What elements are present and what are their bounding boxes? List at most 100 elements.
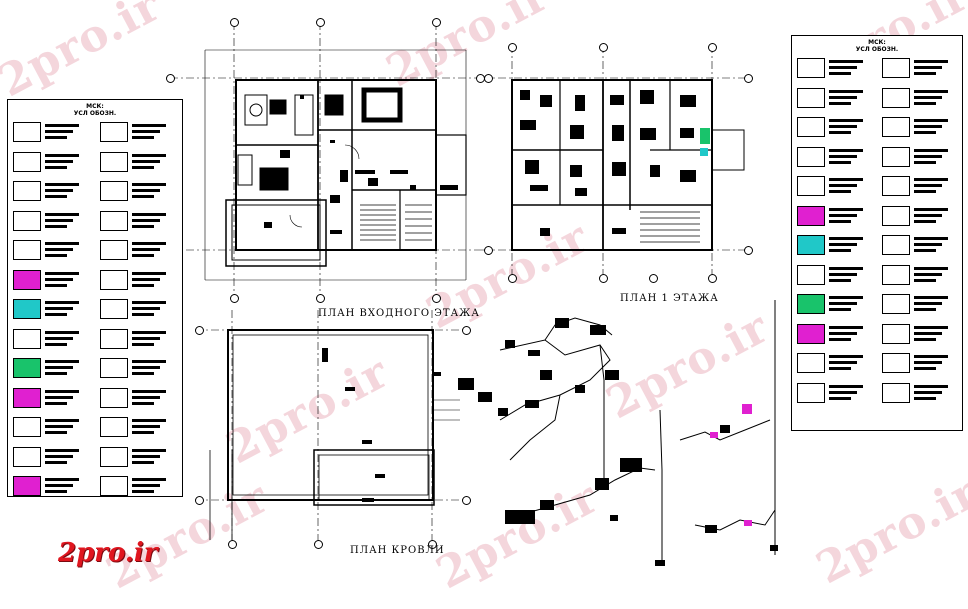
legend-symbol-icon [797, 264, 825, 285]
axis-marker [744, 246, 753, 255]
axis-marker [316, 294, 325, 303]
legend-text-bar [45, 425, 73, 428]
axis-marker [599, 274, 608, 283]
site-logo: 2pro.ir [58, 538, 158, 568]
legend-text-bar [132, 159, 160, 163]
legend-text-bar [45, 484, 73, 487]
legend-symbol-icon [882, 294, 910, 314]
legend-symbol-icon [13, 358, 41, 378]
legend-symbol-icon [100, 181, 128, 201]
legend-symbol-icon [13, 181, 41, 201]
legend-text-bar [132, 360, 166, 363]
legend-symbol-icon [882, 87, 910, 108]
legend-text-bar [914, 60, 948, 63]
legend-symbol-icon [882, 382, 910, 403]
legend-text-bar [132, 283, 154, 287]
legend-text-bar [45, 189, 73, 192]
legend-text-bar [829, 355, 863, 358]
legend-symbol-icon [13, 151, 41, 172]
first-floor-plan [482, 45, 752, 285]
axis-marker [744, 74, 753, 83]
legend-text-bar [829, 249, 851, 252]
legend-text-bar [132, 366, 160, 369]
legend-text-bar [132, 372, 154, 375]
legend-text-bar [914, 384, 948, 388]
legend-text-bar [45, 212, 79, 216]
axis-marker [599, 43, 608, 52]
legend-text-bar [132, 342, 154, 346]
axis-marker [195, 496, 204, 505]
legend-text-bar [132, 195, 154, 198]
axis-marker [432, 294, 441, 303]
legend-text-bar [45, 224, 67, 228]
legend-text-bar [132, 130, 160, 133]
legend-text-bar [45, 366, 73, 369]
legend-text-bar [132, 124, 166, 127]
legend-symbol-icon [797, 205, 825, 226]
legend-text-bar [45, 301, 79, 304]
axis-marker [432, 18, 441, 27]
legend-text-bar [132, 307, 160, 310]
legend-text-bar [45, 136, 67, 139]
legend-text-bar [45, 490, 67, 493]
legend-text-bar [132, 460, 154, 464]
legend-symbol-icon [797, 176, 825, 196]
legend-text-bar [132, 313, 154, 316]
legend-symbol-icon [100, 328, 128, 349]
axis-marker [230, 294, 239, 303]
legend-text-bar [45, 248, 73, 251]
legend-symbol-icon [882, 205, 910, 226]
legend-text-bar [914, 101, 936, 105]
legend-text-bar [829, 184, 857, 187]
legend-text-bar [132, 242, 166, 245]
legend-text-bar [45, 448, 79, 452]
legend-symbol-icon [13, 476, 41, 496]
legend-text-bar [45, 360, 79, 363]
legend-text-bar [914, 219, 936, 223]
legend-left-title: МСК: УСЛ ОБОЗН. [73, 103, 117, 117]
legend-text-bar [132, 301, 166, 304]
legend-text-bar [829, 160, 851, 164]
legend-text-bar [829, 125, 857, 128]
legend-text-bar [914, 66, 942, 69]
legend-text-bar [45, 195, 67, 198]
legend-text-bar [914, 207, 948, 211]
legend-symbol-icon [882, 146, 910, 167]
legend-text-bar [132, 454, 160, 458]
legend-text-bar [829, 390, 857, 394]
legend-text-bar [829, 266, 863, 270]
axis-marker [484, 246, 493, 255]
legend-symbol-icon [797, 87, 825, 108]
legend-text-bar [45, 183, 79, 186]
legend-text-bar [914, 243, 942, 246]
legend-text-bar [829, 237, 863, 240]
legend-text-bar [914, 302, 942, 305]
legend-text-bar [914, 390, 942, 394]
axis-marker [708, 274, 717, 283]
legend-text-bar [132, 336, 160, 340]
legend-text-bar [829, 60, 863, 63]
axis-marker [195, 326, 204, 335]
legend-text-bar [914, 154, 942, 158]
legend-symbol-icon [882, 235, 910, 255]
legend-text-bar [829, 154, 857, 158]
legend-text-bar [132, 248, 160, 251]
legend-symbol-icon [100, 387, 128, 408]
legend-text-bar [829, 243, 857, 246]
legend-symbol-icon [797, 146, 825, 167]
legend-text-bar [132, 389, 166, 393]
axis-marker [508, 43, 517, 52]
legend-symbol-icon [100, 358, 128, 378]
legend-text-bar [132, 425, 160, 428]
legend-text-bar [132, 136, 154, 139]
legend-text-bar [45, 454, 73, 458]
legend-text-bar [829, 308, 851, 311]
legend-symbol-icon [13, 328, 41, 349]
legend-symbol-icon [100, 269, 128, 290]
legend-text-bar [829, 272, 857, 276]
legend-symbol-icon [882, 323, 910, 344]
legend-text-bar [45, 389, 79, 393]
legend-symbol-icon [100, 151, 128, 172]
legend-text-bar [45, 283, 67, 287]
